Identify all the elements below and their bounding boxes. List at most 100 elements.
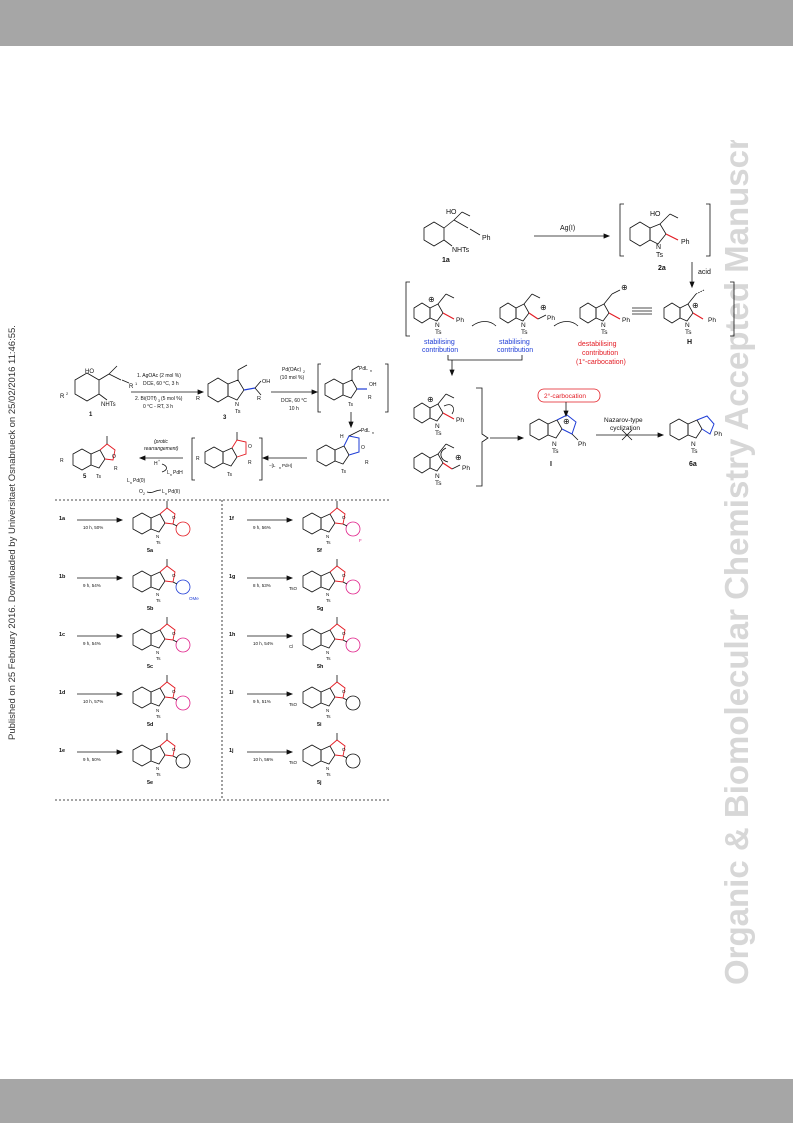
entry-aryl	[345, 637, 361, 653]
res3-ts: Ts	[601, 329, 608, 336]
entry-conditions: 9 h, 50%	[83, 757, 101, 762]
entry-conditions: 9 h, 56%	[253, 525, 271, 530]
compound-5-label: 5	[83, 474, 87, 480]
r-2a-n: N	[656, 244, 661, 251]
protic-1: (protic	[154, 439, 168, 445]
exo-o: O	[248, 444, 252, 450]
entry-pyrrole	[150, 687, 166, 707]
ac1-plus: ⊕	[427, 395, 434, 404]
entry-aryl	[345, 753, 361, 769]
entry-aryl-bond	[342, 755, 348, 759]
p5-ts: Ts	[96, 474, 102, 480]
entry-aryl	[345, 695, 361, 711]
lnpd2-l: L	[162, 489, 165, 495]
entry-conditions: 8 h, 53%	[253, 583, 271, 588]
substrate-1	[74, 365, 130, 402]
intermediate-2a	[629, 213, 679, 247]
entry-n: N	[156, 534, 159, 539]
entry-aryl	[175, 753, 191, 769]
res2-n: N	[521, 322, 526, 329]
entry-furan	[159, 565, 176, 583]
entry-furan	[159, 739, 176, 757]
h-n: N	[685, 322, 690, 329]
int-pd-sub: n	[372, 431, 374, 435]
cyclized-pd-intermediate	[316, 429, 362, 467]
entry-ts: Ts	[326, 540, 331, 545]
entry-aryl-bond	[172, 581, 178, 585]
i-ts: Ts	[552, 448, 559, 455]
6a-n: N	[691, 441, 696, 448]
entry-substrate: 1j	[229, 748, 234, 754]
elim-1: −[L	[269, 463, 276, 468]
c3-r1: R	[257, 396, 261, 402]
entry-o: O	[342, 573, 346, 578]
entry-ts: Ts	[326, 656, 331, 661]
entry-pyrrole	[320, 513, 336, 533]
allylic-cation-2	[413, 443, 461, 474]
entry-conditions: 10 h, 54%	[253, 641, 273, 646]
res1-n: N	[435, 322, 440, 329]
entry-arrowhead	[116, 575, 124, 581]
o2-sub: 2	[143, 492, 145, 496]
published-note: Published on 25 February 2016. Downloade…	[7, 325, 18, 740]
step1-sub3: 3	[158, 399, 160, 403]
lnpdh-n: n	[170, 473, 172, 477]
entry-arrowhead	[286, 575, 294, 581]
bottom-banner	[0, 1079, 793, 1123]
res2-ts: Ts	[521, 329, 528, 336]
step2-loading: (10 mol %)	[280, 375, 305, 381]
ac2-n: N	[435, 473, 440, 480]
entry-n: N	[326, 708, 329, 713]
entry-n: N	[326, 766, 329, 771]
res1-ph: Ph	[456, 317, 464, 324]
entry-product: 5b	[147, 606, 154, 612]
entry-benzene	[132, 686, 152, 709]
entry-conditions: 10 h, 57%	[83, 699, 103, 704]
allylic-cation-1	[413, 393, 455, 424]
step2-cond: DCE, 60 °C	[281, 398, 307, 404]
exo-r2: R	[196, 456, 200, 462]
secondary-label: 2°-carbocation	[544, 392, 586, 400]
entry-product: 5h	[317, 664, 324, 670]
entry-ring-substituent: TsO	[289, 760, 298, 765]
entry-conditions: 10 h, 50%	[83, 525, 103, 530]
ac2-plus: ⊕	[455, 453, 462, 462]
pd-ts: Ts	[348, 402, 354, 408]
entry-aryl	[345, 579, 361, 595]
hydroxyl-label: HO	[85, 369, 94, 375]
entry-furan	[159, 507, 176, 525]
r1-sup: 1	[135, 381, 138, 386]
entry-conditions: 9 h, 54%	[83, 641, 101, 646]
entry-benzene	[302, 512, 322, 535]
r-1a-nhts: NHTs	[452, 247, 470, 254]
entry-benzene	[302, 628, 322, 651]
entry-arrowhead	[286, 517, 294, 523]
r2-label: R	[60, 394, 65, 400]
step1-line2: DCE, 60 °C, 3 h	[143, 381, 179, 387]
ac2-ph: Ph	[462, 465, 470, 472]
hplus: H	[154, 461, 158, 467]
entry-ts: Ts	[326, 714, 331, 719]
destab-b: contribution	[582, 350, 618, 357]
nazarov-label: Nazarov-type	[604, 417, 643, 424]
nhts-label: NHTs	[101, 402, 116, 408]
entry-pyrrole	[150, 513, 166, 533]
entry-o: O	[172, 689, 176, 694]
entry-n: N	[326, 534, 329, 539]
stab1-b: contribution	[422, 347, 458, 354]
pd-complex	[324, 365, 367, 401]
i-label: I	[550, 461, 552, 468]
entry-arrowhead	[116, 633, 124, 639]
entry-aryl-bond	[172, 639, 178, 643]
hybrid-H	[663, 289, 705, 324]
entry-aryl-bond	[172, 523, 178, 527]
lnpd2-pd: Pd(II)	[168, 489, 181, 495]
protic-2: rearrangement)	[144, 446, 179, 452]
entry-aryl	[175, 521, 191, 537]
entry-arrowhead	[286, 633, 294, 639]
r-2a-ph: Ph	[681, 239, 690, 246]
entry-furan	[329, 565, 346, 583]
